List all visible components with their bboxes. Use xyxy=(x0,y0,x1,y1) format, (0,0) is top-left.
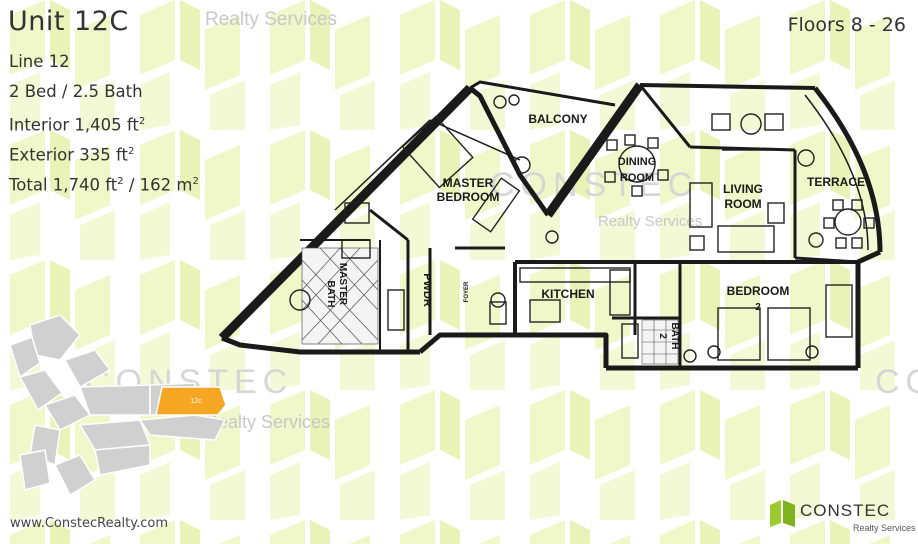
label-bedroom2-1: BEDROOM xyxy=(727,284,790,298)
label-dining-1: DINING xyxy=(618,156,657,168)
highlighted-unit xyxy=(155,386,227,416)
brand-name: CONSTEC xyxy=(800,501,891,520)
label-foyer: FOYER xyxy=(464,281,470,302)
label-pwdr: PWDR xyxy=(421,273,433,307)
svg-text:Realty Services: Realty Services xyxy=(205,9,337,30)
exterior-area: Exterior 335 ft2 xyxy=(9,145,135,165)
label-master-bath-2: BATH xyxy=(325,280,336,307)
svg-text:Realty Services: Realty Services xyxy=(598,213,702,230)
unit-title: Unit 12C xyxy=(8,6,129,37)
label-living-2: ROOM xyxy=(724,197,761,211)
key-plan-unit-label: 12c xyxy=(190,398,202,405)
label-dining-2: ROOM xyxy=(620,172,654,184)
svg-text:CONSTEC: CONSTEC xyxy=(875,363,918,401)
label-bath2-1: BATH xyxy=(669,322,680,349)
label-terrace: TERRACE xyxy=(807,175,865,189)
label-bedroom2-2: 2 xyxy=(755,302,761,313)
line-label: Line 12 xyxy=(9,52,70,71)
label-master-bedroom-1: MASTER xyxy=(443,176,494,190)
brand-subtitle: Realty Services xyxy=(853,523,916,533)
website-link[interactable]: www.ConstecRealty.com xyxy=(10,516,168,531)
interior-area: Interior 1,405 ft2 xyxy=(9,115,146,135)
floors-label: Floors 8 - 26 xyxy=(787,14,906,36)
bed-bath-label: 2 Bed / 2.5 Bath xyxy=(9,82,143,101)
label-bath2-2: 2 xyxy=(657,333,668,339)
total-area: Total 1,740 ft2 / 162 m2 xyxy=(9,175,199,195)
label-master-bedroom-2: BEDROOM xyxy=(437,190,500,204)
svg-text:Realty Services: Realty Services xyxy=(205,412,330,432)
label-kitchen: KITCHEN xyxy=(541,287,594,301)
constec-logo-icon xyxy=(770,500,795,527)
key-plan: 12c xyxy=(9,315,227,497)
label-living-1: LIVING xyxy=(723,182,763,196)
label-master-bath-1: MASTER xyxy=(337,263,348,306)
label-balcony: BALCONY xyxy=(528,112,587,126)
